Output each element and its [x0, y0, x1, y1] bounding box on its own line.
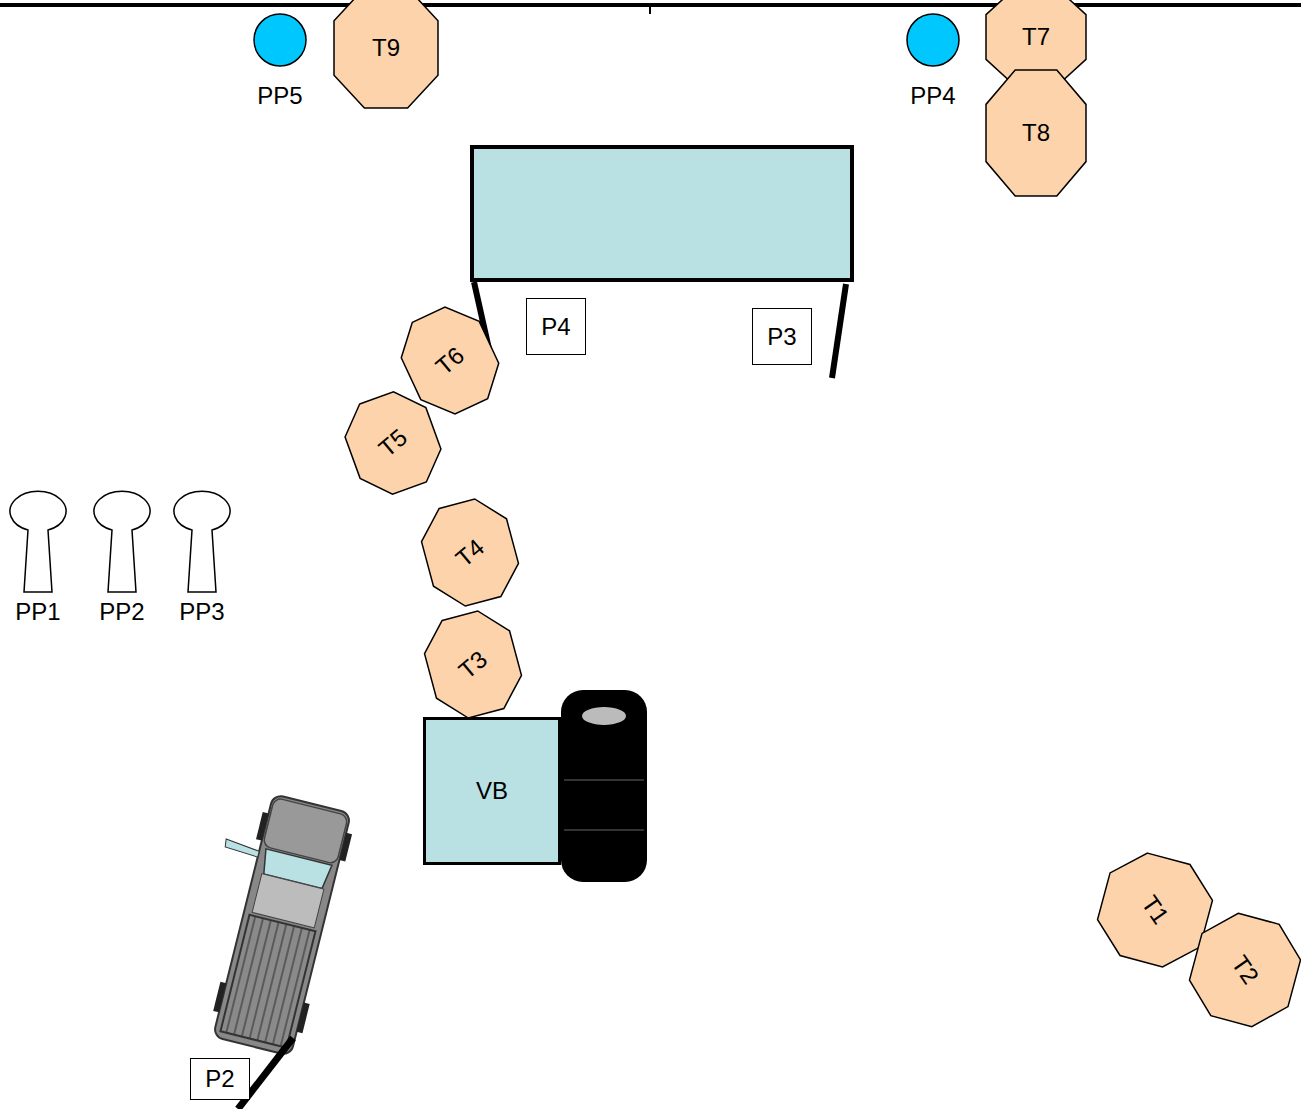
target: T6: [405, 308, 495, 413]
node-label: VB: [476, 779, 508, 803]
node-label: P4: [541, 315, 570, 339]
popper-plate: PP4: [898, 12, 968, 108]
node-label: PP3: [168, 600, 236, 624]
node-label: T9: [372, 36, 400, 60]
node-label: PP2: [88, 600, 156, 624]
structure: [472, 147, 852, 280]
popper-target: PP1: [4, 492, 72, 632]
popper-target: PP3: [168, 492, 236, 632]
center-tick: [649, 5, 651, 14]
wall: [832, 284, 846, 378]
pickup-truck: [179, 786, 357, 1058]
node-label: T8: [1022, 121, 1050, 145]
target: T9: [332, 0, 440, 110]
target: T5: [348, 393, 438, 493]
node-label: T7: [1022, 25, 1050, 49]
node-label: P2: [205, 1067, 234, 1091]
node-label: P3: [767, 325, 796, 349]
node-label: PP5: [244, 84, 316, 108]
popper-plate: PP5: [244, 12, 316, 108]
tire-stack: [561, 690, 647, 882]
vision-barrier: VB: [423, 717, 561, 865]
target: T2: [1192, 915, 1298, 1025]
target: T8: [984, 68, 1088, 198]
popper-target: PP2: [88, 492, 156, 632]
target: T3: [427, 612, 519, 717]
target: T4: [424, 500, 516, 605]
position-box: P2: [190, 1058, 250, 1100]
position-box: P4: [526, 298, 586, 355]
position-box: P3: [752, 308, 812, 365]
node-label: PP4: [898, 84, 968, 108]
node-label: PP1: [4, 600, 72, 624]
target: T1: [1100, 855, 1210, 965]
